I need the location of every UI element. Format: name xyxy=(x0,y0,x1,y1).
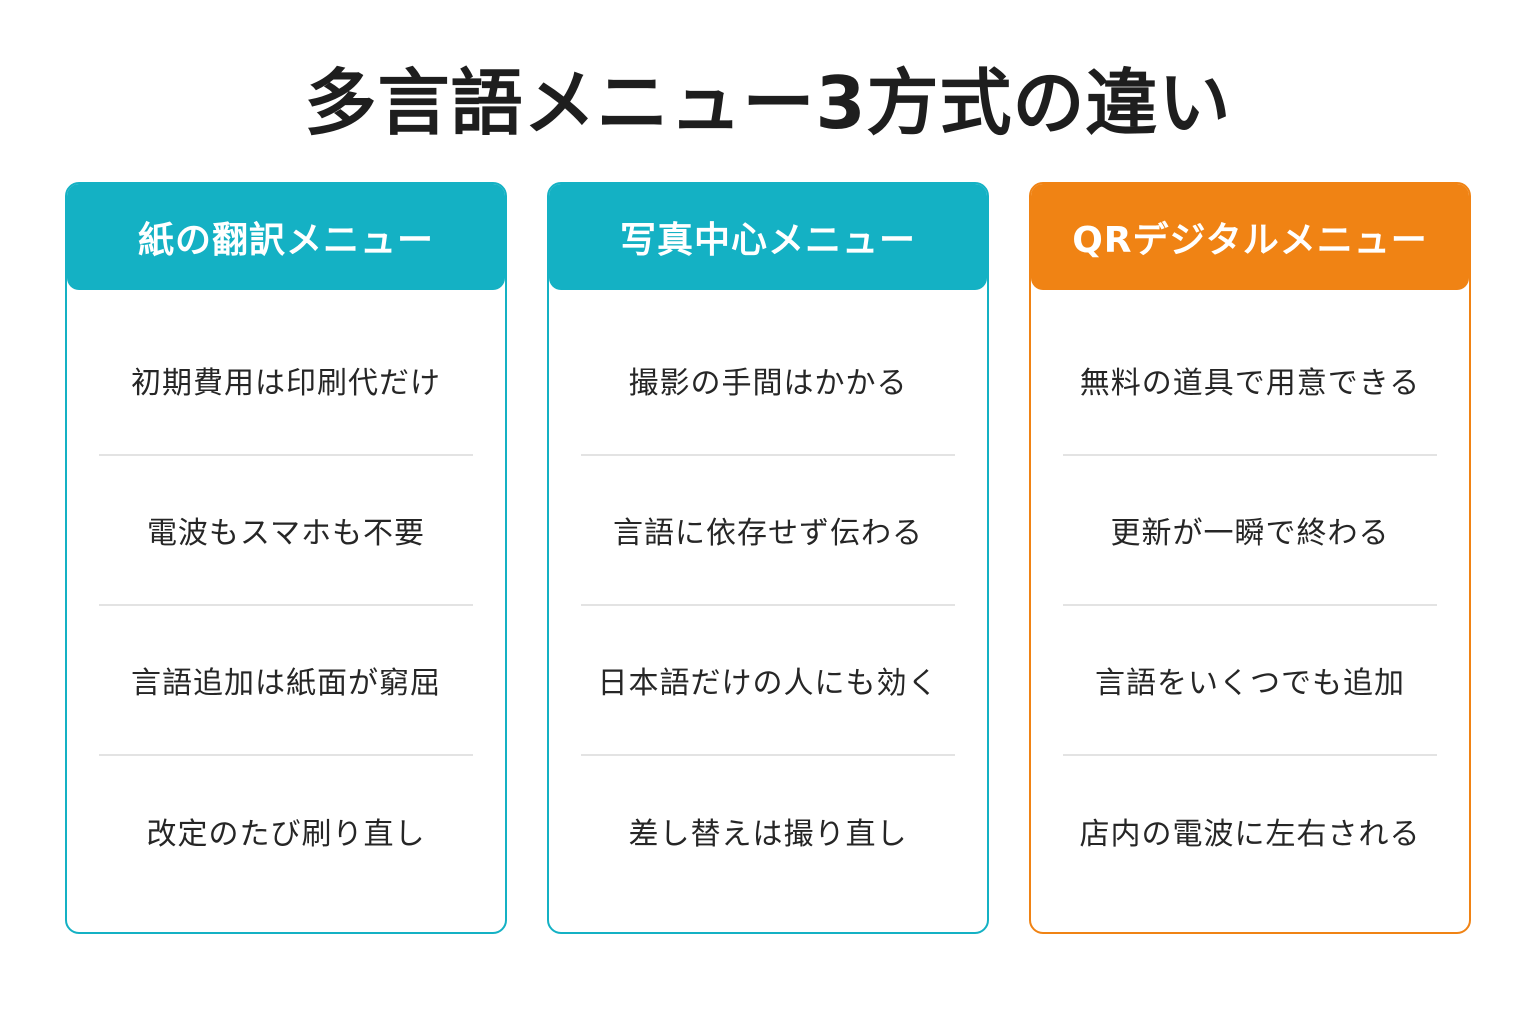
list-item: 日本語だけの人にも効く xyxy=(581,606,955,756)
list-item: 電波もスマホも不要 xyxy=(99,456,473,606)
card-photo-menu: 写真中心メニュー 撮影の手間はかかる 言語に依存せず伝わる 日本語だけの人にも効… xyxy=(547,182,989,934)
list-item: 言語に依存せず伝わる xyxy=(581,456,955,606)
list-item: 言語追加は紙面が窮屈 xyxy=(99,606,473,756)
list-item: 無料の道具で用意できる xyxy=(1063,306,1437,456)
card-body: 撮影の手間はかかる 言語に依存せず伝わる 日本語だけの人にも効く 差し替えは撮り… xyxy=(549,306,987,906)
card-paper-menu: 紙の翻訳メニュー 初期費用は印刷代だけ 電波もスマホも不要 言語追加は紙面が窮屈… xyxy=(65,182,507,934)
list-item: 差し替えは撮り直し xyxy=(628,817,908,852)
card-qr-menu: QRデジタルメニュー 無料の道具で用意できる 更新が一瞬で終わる 言語をいくつで… xyxy=(1029,182,1471,934)
list-item: 改定のたび刷り直し xyxy=(146,817,426,852)
list-item: 初期費用は印刷代だけ xyxy=(99,306,473,456)
list-item: 撮影の手間はかかる xyxy=(581,306,955,456)
page-title: 多言語メニュー3方式の違い xyxy=(304,61,1232,145)
list-item: 言語をいくつでも追加 xyxy=(1063,606,1437,756)
list-item: 更新が一瞬で終わる xyxy=(1063,456,1437,606)
list-item: 店内の電波に左右される xyxy=(1079,817,1421,852)
comparison-columns: 紙の翻訳メニュー 初期費用は印刷代だけ 電波もスマホも不要 言語追加は紙面が窮屈… xyxy=(65,182,1471,934)
card-body: 無料の道具で用意できる 更新が一瞬で終わる 言語をいくつでも追加 店内の電波に左… xyxy=(1031,306,1469,906)
card-header: QRデジタルメニュー xyxy=(1031,184,1469,290)
card-body: 初期費用は印刷代だけ 電波もスマホも不要 言語追加は紙面が窮屈 改定のたび刷り直… xyxy=(67,306,505,906)
card-header: 紙の翻訳メニュー xyxy=(67,184,505,290)
card-header: 写真中心メニュー xyxy=(549,184,987,290)
